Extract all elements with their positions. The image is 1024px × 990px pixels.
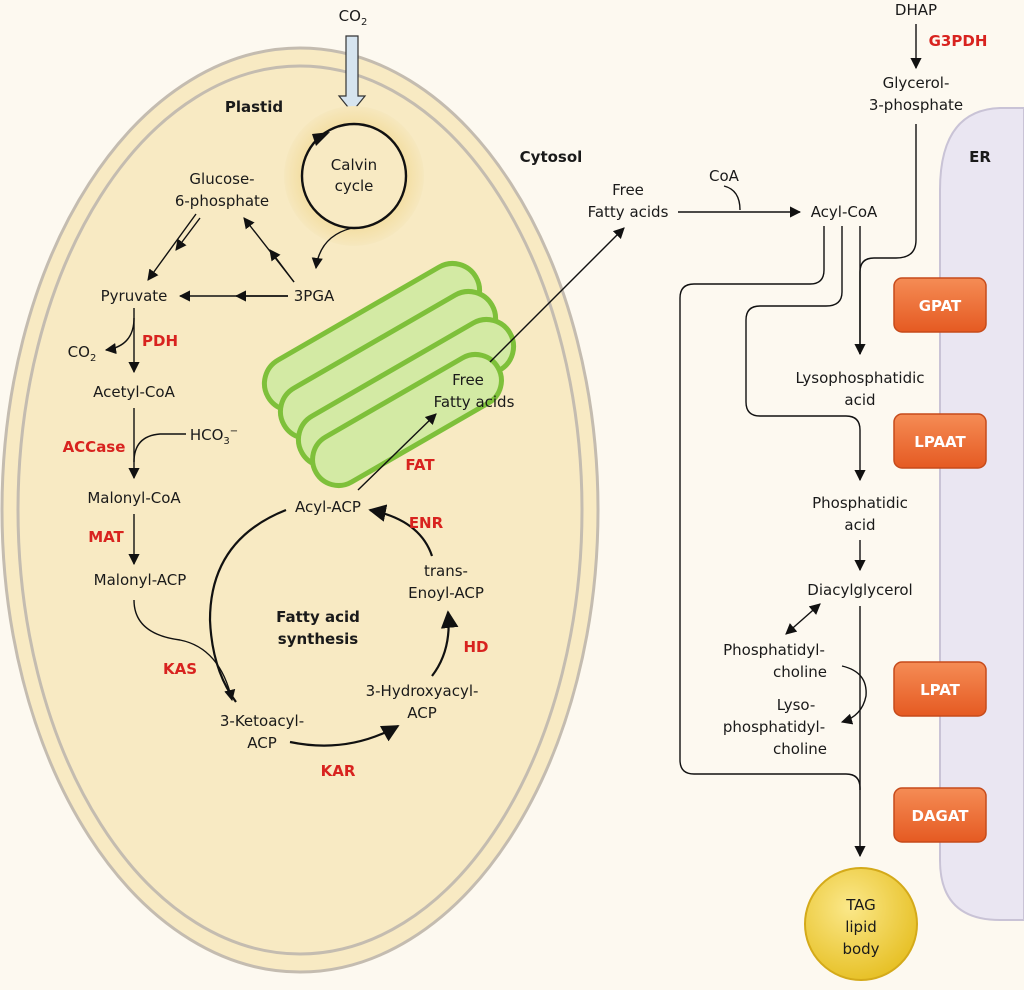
g3pdh-enzyme: G3PDH: [929, 32, 988, 50]
pa-label-2: acid: [844, 516, 875, 534]
er-label: ER: [969, 148, 991, 166]
pdh-enzyme: PDH: [142, 332, 178, 350]
pc-label-2: choline: [773, 663, 827, 681]
ketoacyl-acp-label: 3-Ketoacyl-: [220, 712, 304, 730]
fas-cycle-label: Fatty acid: [276, 608, 360, 626]
calvin-cycle-label-2: cycle: [335, 177, 374, 195]
glucose-6-phosphate-label-2: 6-phosphate: [175, 192, 269, 210]
co2-release-arrow: [104, 317, 135, 355]
plastid-label: Plastid: [225, 98, 283, 116]
g3p-label: Glycerol-: [883, 74, 950, 92]
mat-enzyme: MAT: [88, 528, 124, 546]
plastid-inner-membrane: [16, 64, 584, 956]
3pga-label: 3PGA: [294, 287, 335, 305]
lpa-label: Lysophosphatidic: [795, 369, 924, 387]
calvin-to-3pga-arrow: [311, 227, 353, 270]
dagat-enzyme-box: DAGAT: [893, 787, 987, 843]
plastid-ffa-label-2: Fatty acids: [434, 393, 515, 411]
cytosol-label: Cytosol: [520, 148, 583, 166]
gpat-enzyme-box: GPAT: [893, 277, 987, 333]
g3p-label-2: 3-phosphate: [869, 96, 963, 114]
ketoacyl-to-hydroxyacyl-arrow: [289, 725, 400, 747]
plastid-ffa-label: Free: [452, 371, 484, 389]
pyruvate-label: Pyruvate: [101, 287, 168, 305]
fas-cycle-label-2: synthesis: [278, 630, 358, 648]
g6p-to-pyruvate-arrow-dash: [175, 217, 201, 251]
co2-release-label: CO2: [68, 343, 97, 364]
tag-label: TAG: [845, 896, 876, 914]
dag-pc-exchange-arrow: [785, 603, 821, 635]
tag-label-3: body: [842, 940, 879, 958]
calvin-cycle-arrowhead: [312, 132, 330, 146]
hd-enzyme: HD: [463, 638, 488, 656]
lpaat-enzyme-label: LPAAT: [914, 433, 966, 451]
acyl-coa-to-tag-line: [679, 226, 866, 858]
lpc-label-2: phosphatidyl-: [723, 718, 825, 736]
lpc-label: Lyso-: [777, 696, 816, 714]
glucose-6-phosphate-label: Glucose-: [189, 170, 254, 188]
kas-enzyme: KAS: [163, 660, 197, 678]
dhap-label: DHAP: [895, 1, 937, 19]
enoyl-acp-label: trans-: [424, 562, 468, 580]
hco3-label: HCO3−: [190, 426, 238, 447]
co2-input-arrow: [337, 35, 367, 113]
ketoacyl-acp-label-2: ACP: [247, 734, 277, 752]
kar-enzyme: KAR: [321, 762, 356, 780]
cytosol-ffa-label: Free: [612, 181, 644, 199]
ffa-export-arrow: [489, 227, 625, 363]
hydroxyacyl-acp-label-2: ACP: [407, 704, 437, 722]
enr-enzyme: ENR: [409, 514, 444, 532]
acetyl-coa-label: Acetyl-CoA: [93, 383, 175, 401]
dag-label: Diacylglycerol: [807, 581, 912, 599]
calvin-cycle-ring: [300, 122, 408, 230]
hco3-input-arrow: [133, 433, 186, 463]
thylakoid-stacks: [261, 261, 517, 488]
lpat-enzyme-box: LPAT: [893, 661, 987, 717]
hydroxyacyl-to-enoyl-arrow: [431, 610, 459, 677]
3pga-to-g6p-arrow-2: [269, 249, 295, 283]
calvin-cycle-label: Calvin: [331, 156, 377, 174]
malonyl-acp-label: Malonyl-ACP: [94, 571, 187, 589]
acyl-acp-to-ffa-arrow: [357, 413, 437, 491]
lpc-label-3: choline: [773, 740, 827, 758]
fat-enzyme: FAT: [405, 456, 435, 474]
fas-cycle-left-arc: [208, 508, 287, 703]
lpa-label-2: acid: [844, 391, 875, 409]
co2-input-label: CO2: [339, 7, 368, 28]
acyl-acp-label: Acyl-ACP: [295, 498, 361, 516]
coa-input-arrow: [723, 185, 741, 211]
g6p-to-pyruvate-arrow: [147, 213, 197, 281]
enoyl-acp-label-2: Enoyl-ACP: [408, 584, 484, 602]
lpaat-enzyme-box: LPAAT: [893, 413, 987, 469]
tag-lipid-body: [804, 867, 918, 981]
coa-label: CoA: [709, 167, 740, 185]
acyl-coa-label: Acyl-CoA: [811, 203, 878, 221]
pc-to-lpc-arrow: [840, 665, 867, 725]
hydroxyacyl-acp-label: 3-Hydroxyacyl-: [366, 682, 479, 700]
dagat-enzyme-label: DAGAT: [911, 807, 969, 825]
gpat-enzyme-label: GPAT: [919, 297, 962, 315]
g3p-line: [854, 124, 917, 356]
pa-label: Phosphatidic: [812, 494, 908, 512]
pc-label: Phosphatidyl-: [723, 641, 825, 659]
acyl-coa-to-pa-line: [745, 226, 866, 482]
malonyl-acp-to-ketoacyl-arrow: [133, 599, 236, 702]
malonyl-coa-label: Malonyl-CoA: [87, 489, 181, 507]
lpat-enzyme-label: LPAT: [920, 681, 961, 699]
accase-enzyme: ACCase: [63, 438, 126, 456]
enoyl-to-acyl-arrow: [368, 504, 434, 557]
tag-label-2: lipid: [845, 918, 877, 936]
cytosol-ffa-label-2: Fatty acids: [588, 203, 669, 221]
